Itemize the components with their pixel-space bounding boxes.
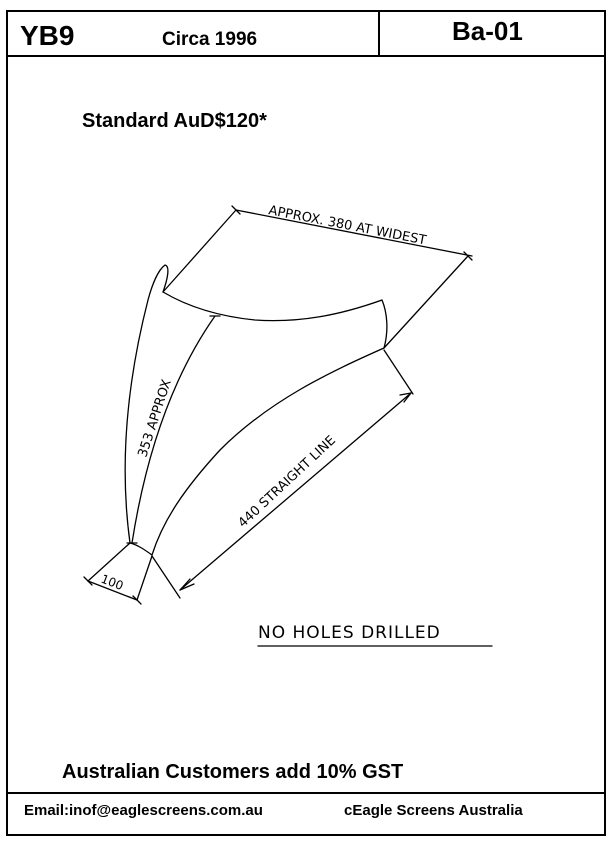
straight-dimension-label: 440 STRAIGHT LINE <box>235 433 338 531</box>
circa-year: Circa 1996 <box>162 29 258 50</box>
no-holes-note: NO HOLES DRILLED <box>258 623 441 643</box>
footer-divider <box>6 792 606 794</box>
price-label: Standard AuD$120* <box>82 110 267 132</box>
footer-email[interactable]: Email:inof@eaglescreens.com.au <box>24 802 263 819</box>
base-dimension-label: 100 <box>99 572 125 593</box>
top-dimension-label: APPROX. 380 AT WIDEST <box>267 203 427 248</box>
header-divider <box>6 55 606 57</box>
model-code: YB9 <box>20 20 75 51</box>
gst-note: Australian Customers add 10% GST <box>62 761 404 783</box>
footer-company: cEagle Screens Australia <box>344 802 523 819</box>
header-column-divider <box>378 10 380 56</box>
page-frame <box>6 10 606 836</box>
side-dimension-label: 353 APPROX <box>136 378 175 460</box>
screen-outline <box>124 264 388 556</box>
part-code: Ba-01 <box>452 16 523 46</box>
